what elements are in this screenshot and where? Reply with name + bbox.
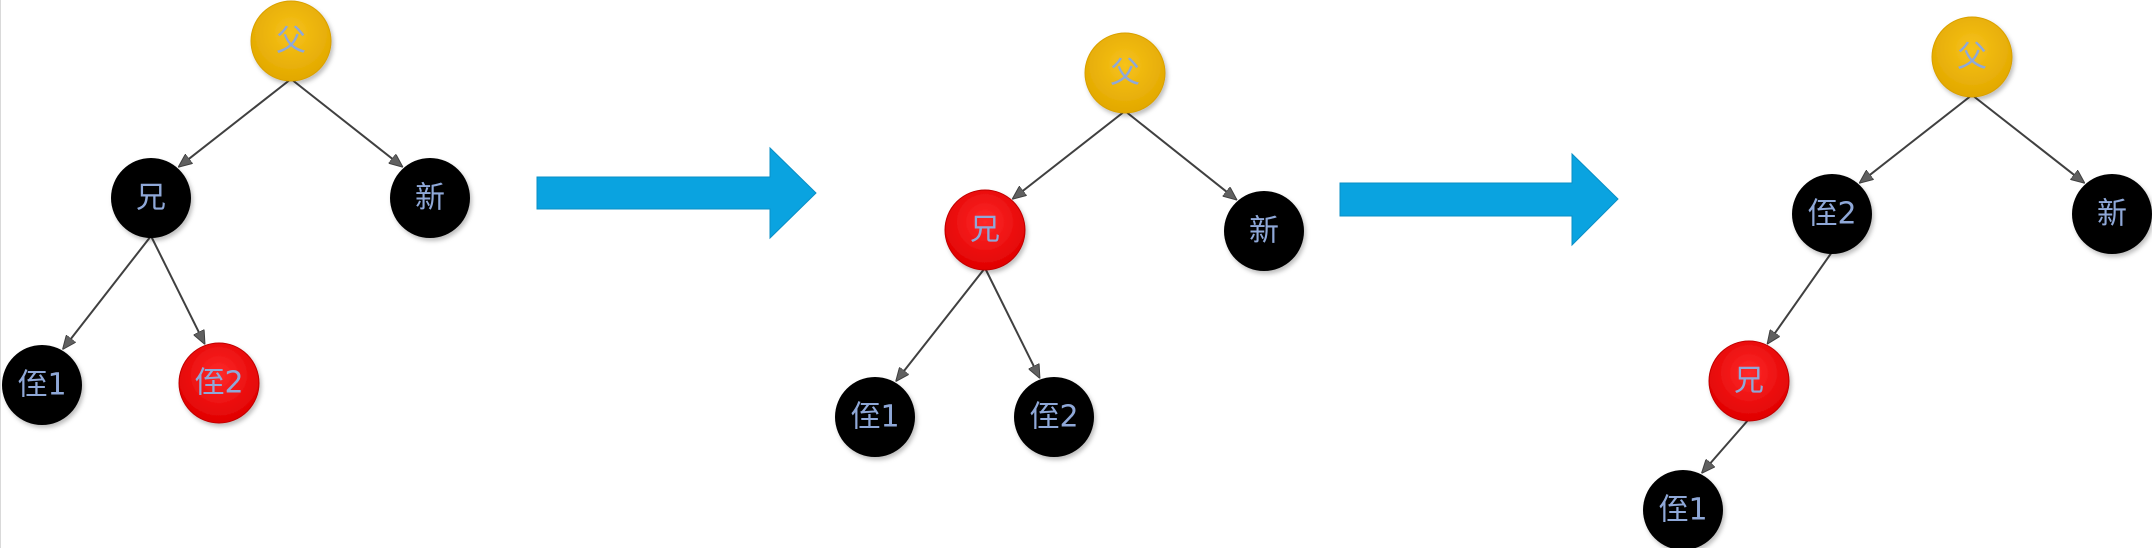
tree-node-s3-new: 新 — [2072, 174, 2152, 254]
node-circle — [2, 345, 82, 425]
transition-arrows — [536, 146, 1619, 247]
transition-arrow-2 — [1339, 152, 1619, 247]
node-label: 侄1 — [1658, 493, 1707, 528]
edge-s3-brother-to-s3-nephew1 — [1702, 418, 1750, 473]
node-circle — [944, 189, 1026, 271]
node-label: 父 — [1110, 56, 1140, 91]
edge-s1-father-to-s1-brother — [179, 78, 292, 167]
node-label: 侄1 — [17, 368, 66, 403]
node-label: 兄 — [1734, 364, 1764, 399]
tree-node-s2-new: 新 — [1224, 191, 1304, 271]
node-label: 侄1 — [850, 400, 899, 435]
edges-layer — [63, 78, 2084, 473]
tree-node-s3-nephew2: 侄2 — [1792, 174, 1872, 254]
edge-s1-brother-to-s1-nephew2 — [150, 235, 205, 344]
edge-s2-father-to-s2-new — [1124, 110, 1236, 199]
node-circle — [1084, 32, 1166, 114]
node-circle — [1014, 377, 1094, 457]
node-label: 新 — [415, 181, 445, 216]
transition-arrow-1 — [536, 146, 817, 240]
node-label: 新 — [2097, 197, 2127, 232]
node-label: 兄 — [136, 181, 166, 216]
node-label: 父 — [276, 24, 306, 59]
node-circle — [1708, 340, 1790, 422]
node-circle — [1792, 174, 1872, 254]
tree-node-s3-father: 父 — [1931, 16, 2013, 98]
node-circle — [178, 342, 260, 424]
edge-s2-brother-to-s2-nephew2 — [984, 267, 1039, 378]
tree-node-s2-brother: 兄 — [944, 189, 1026, 271]
node-circle — [1931, 16, 2013, 98]
tree-node-s1-father: 父 — [250, 0, 332, 82]
node-circle — [111, 158, 191, 238]
tree-node-s3-nephew1: 侄1 — [1643, 470, 1723, 548]
node-label: 父 — [1957, 40, 1987, 75]
tree-node-s2-father: 父 — [1084, 32, 1166, 114]
edge-s1-father-to-s1-new — [290, 78, 402, 167]
node-label: 侄2 — [194, 366, 243, 401]
tree-node-s3-brother: 兄 — [1708, 340, 1790, 422]
node-circle — [1643, 470, 1723, 548]
node-circle — [835, 377, 915, 457]
node-label: 新 — [1249, 214, 1279, 249]
tree-node-s1-nephew1: 侄1 — [2, 345, 82, 425]
node-circle — [2072, 174, 2152, 254]
left-border-line — [0, 0, 1, 548]
tree-node-s2-nephew1: 侄1 — [835, 377, 915, 457]
node-label: 侄2 — [1807, 197, 1856, 232]
tree-node-s1-nephew2: 侄2 — [178, 342, 260, 424]
edge-s3-father-to-s3-new — [1971, 94, 2084, 183]
edge-s2-brother-to-s2-nephew1 — [896, 267, 986, 381]
tree-node-s2-nephew2: 侄2 — [1014, 377, 1094, 457]
node-circle — [250, 0, 332, 82]
edge-s3-nephew2-to-s3-brother — [1768, 251, 1833, 343]
edge-s3-father-to-s3-nephew2 — [1860, 94, 1973, 183]
edge-s1-brother-to-s1-nephew1 — [63, 235, 152, 349]
tree-node-s1-brother: 兄 — [111, 158, 191, 238]
node-circle — [390, 158, 470, 238]
tree-node-s1-new: 新 — [390, 158, 470, 238]
edge-s2-father-to-s2-brother — [1013, 110, 1126, 199]
node-circle — [1224, 191, 1304, 271]
node-label: 兄 — [970, 213, 1000, 248]
node-label: 侄2 — [1029, 400, 1078, 435]
